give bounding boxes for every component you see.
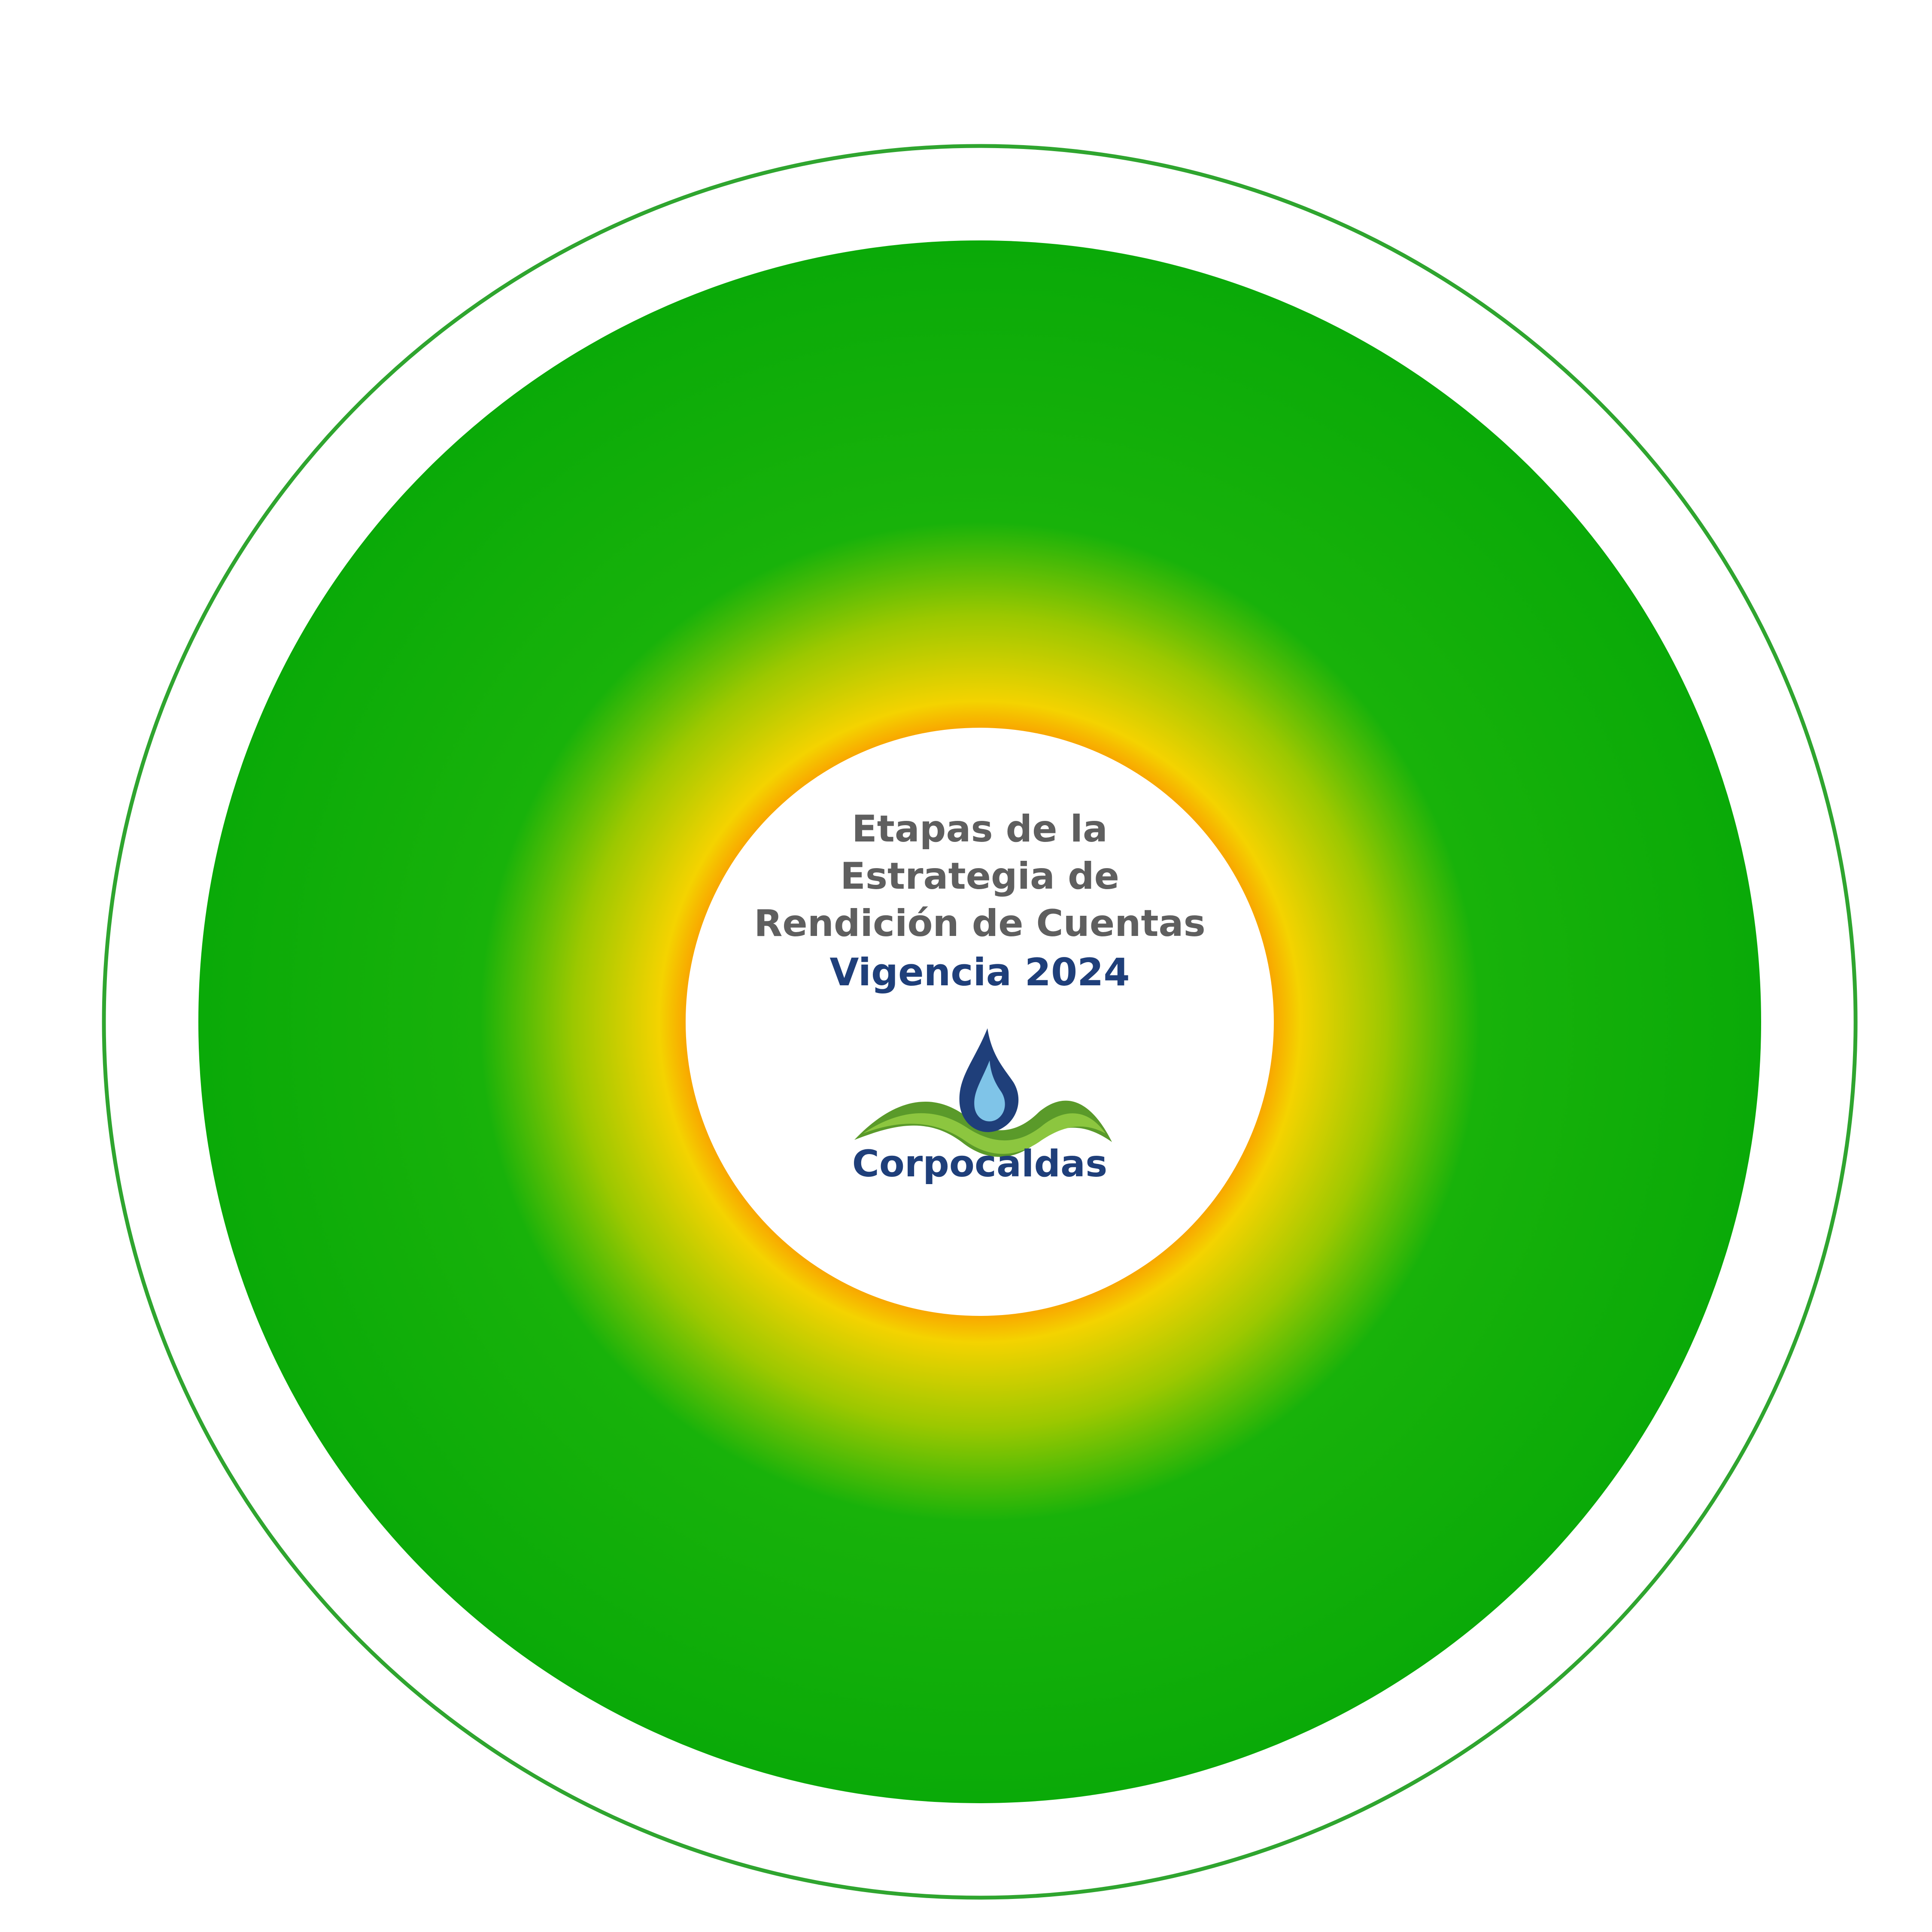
center-circle	[686, 728, 1274, 1316]
center-content: Etapas de la Estrategia de Rendición de …	[754, 808, 1206, 1185]
center-title-line-3: Rendición de Cuentas	[754, 902, 1206, 945]
center-title-line-2: Estrategia de	[840, 855, 1119, 898]
corpocaldas-logo-icon	[854, 1028, 1112, 1157]
center-title-line-1: Etapas de la	[852, 808, 1108, 851]
center-subtitle: Vigencia 2024	[829, 950, 1130, 994]
logo-wordmark: Corpocaldas	[852, 1142, 1108, 1185]
